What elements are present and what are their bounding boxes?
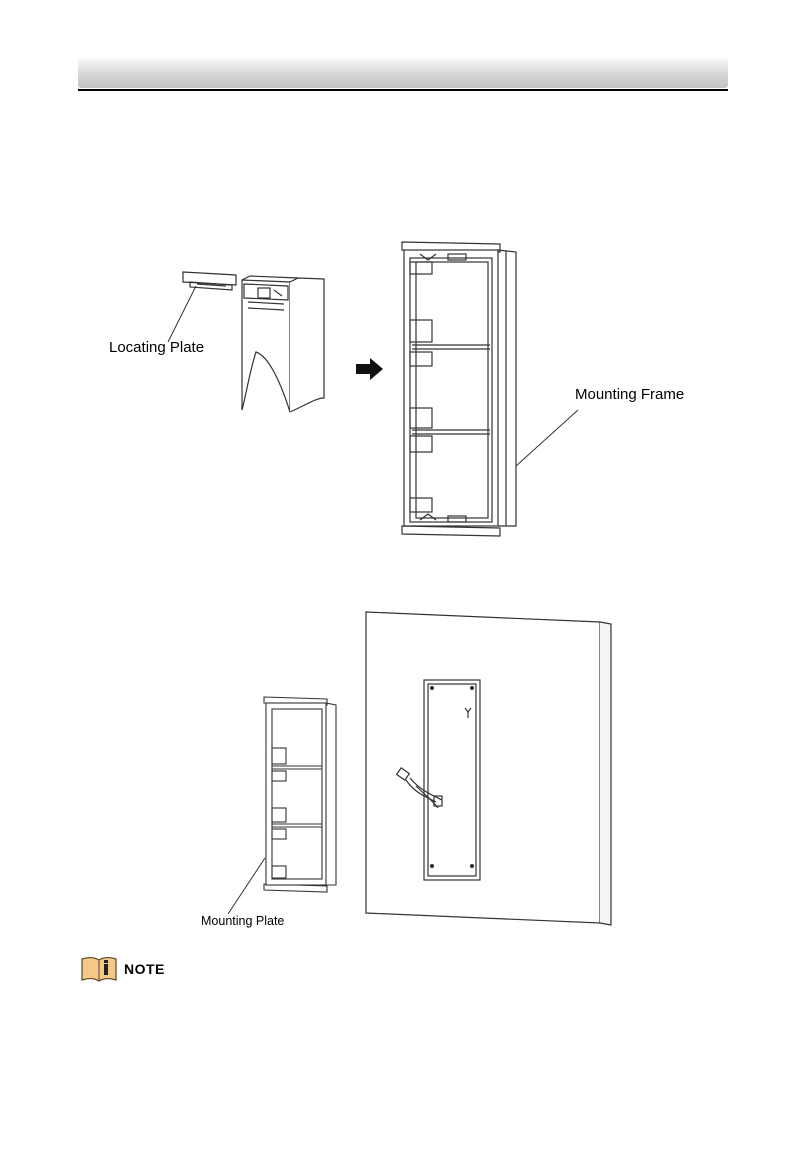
info-book-icon [80,956,118,982]
mounting-plate-label: Mounting Plate [201,914,284,928]
note-label: NOTE [124,961,165,977]
note-block: NOTE [80,956,165,982]
